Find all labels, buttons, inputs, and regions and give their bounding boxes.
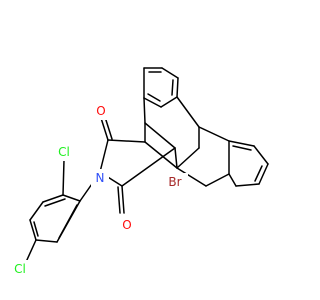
bond [143,97,146,124]
chlorine-atom-top: Cl [52,143,76,161]
bond [176,147,200,169]
bond [44,198,66,207]
bond [258,163,269,185]
bond [117,186,121,214]
bromine-atom: Br [162,173,188,191]
bond [235,183,260,187]
bond [25,239,37,263]
bond [171,79,174,96]
oxygen-atom-top: O [92,102,110,120]
atom-labels: O O N Br Cl Cl [8,102,188,278]
bond [147,93,161,102]
bond [42,194,64,203]
bond [29,219,37,241]
atom-label: O [122,218,131,232]
bond [205,173,230,187]
bond [174,147,178,169]
bond [228,173,237,187]
bond [176,77,179,98]
bond [228,140,255,147]
bond [176,167,207,187]
bond [104,116,113,140]
bond [58,204,78,239]
oxygen-atom-bottom: O [118,216,136,234]
bond [232,145,252,151]
bond [198,126,230,142]
bond [176,96,200,128]
bond [144,122,176,149]
bond [100,117,109,141]
atom-label: Cl [14,262,26,276]
bond [160,96,178,108]
bond [99,139,109,173]
bond [62,159,65,196]
bond [35,239,58,243]
atom-label: Br [168,175,181,189]
bond [121,185,125,214]
chlorine-atom-bottom: Cl [8,260,32,278]
structure-canvas: O O N Br Cl Cl [8,67,269,278]
atom-label: Cl [58,145,70,159]
bond [253,145,269,165]
bonds [25,67,269,263]
bond [107,139,146,143]
bond [144,141,178,169]
bond [121,147,176,187]
bond [29,201,44,221]
bond [62,194,81,202]
molecule-diagram: O O N Br Cl Cl [8,67,269,278]
atom-label: O [96,104,105,118]
bond [161,67,179,79]
bond [143,97,162,108]
bond [33,221,39,237]
bond [254,165,263,182]
atom-label: N [96,171,105,185]
nitrogen-atom: N [91,169,109,187]
